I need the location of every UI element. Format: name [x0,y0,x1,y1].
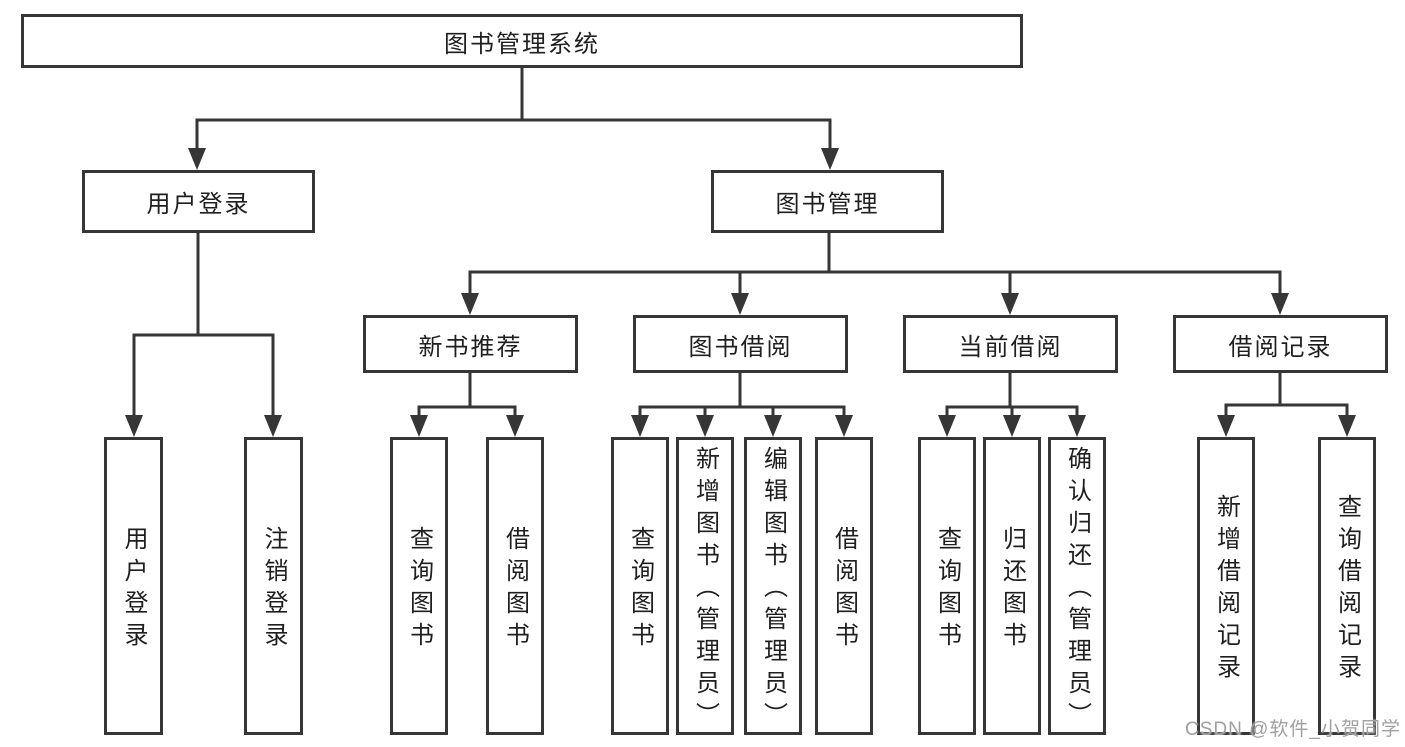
leaf-label: 借阅图书 [830,526,858,654]
arrowhead [631,415,649,437]
node-label: 用户登录 [146,191,251,218]
arrowhead [1271,293,1289,315]
leaf-logout: 注销登录 [244,437,303,735]
arrowhead [506,415,524,437]
connector-root-to-level2 [195,68,832,150]
node-label: 图书管理系统 [444,30,600,58]
arrowhead [696,415,714,437]
leaf-label: 新增图书（管理员） [691,446,719,734]
leaf-label: 注销登录 [260,526,287,654]
node-library-management-system: 图书管理系统 [21,14,1023,68]
arrowhead [938,415,956,437]
arrowhead [188,148,206,170]
arrowhead [1338,415,1356,437]
arrowhead [461,293,479,315]
leaf-query-books-current: 查询图书 [918,437,976,735]
leaf-borrow-books: 借阅图书 [815,437,873,735]
arrowhead [1068,415,1086,437]
arrowhead [264,415,282,437]
leaf-query-borrow-record: 查询借阅记录 [1318,437,1376,735]
connector-currentborrow-to-leaves [945,373,1079,417]
leaf-borrow-books-recommend: 借阅图书 [486,437,544,735]
leaf-confirm-return-admin: 确认归还（管理员） [1048,437,1106,735]
arrowhead [821,148,839,170]
leaf-label: 查询图书 [933,526,961,654]
arrowheads [125,148,1356,437]
leaf-label: 查询图书 [405,526,433,654]
leaf-label: 确认归还（管理员） [1063,446,1091,734]
node-book-management: 图书管理 [711,170,944,233]
watermark: CSDN @软件_小贺同学 [1185,719,1401,740]
arrowhead [835,415,853,437]
leaf-label: 用户登录 [120,526,147,654]
arrowhead [731,293,749,315]
connector-bookborrow-to-leaves [638,373,846,417]
arrowhead [410,415,428,437]
leaf-user-login: 用户登录 [104,437,163,735]
node-label: 图书管理 [775,191,880,218]
leaf-label: 查询借阅记录 [1333,494,1361,686]
arrowhead [764,415,782,437]
connector-bookmgmt-to-level3 [468,233,1282,295]
leaf-return-books: 归还图书 [983,437,1041,735]
node-borrowing-records: 借阅记录 [1173,315,1388,373]
leaf-label: 查询图书 [626,526,654,654]
arrowhead [1217,415,1235,437]
connector-borrowrecords-to-leaves [1224,373,1349,417]
leaf-label: 新增借阅记录 [1212,494,1240,686]
leaf-label: 编辑图书（管理员） [759,446,787,734]
node-current-borrowing: 当前借阅 [903,315,1118,373]
leaf-query-books-borrowing: 查询图书 [611,437,669,735]
arrowhead [1003,415,1021,437]
node-label: 新书推荐 [418,333,523,361]
connector-newbookrec-to-leaves [417,373,517,417]
node-book-borrowing: 图书借阅 [633,315,848,373]
node-label: 当前借阅 [958,333,1063,361]
arrowhead [125,415,143,437]
leaf-query-books-recommend: 查询图书 [390,437,448,735]
node-label: 借阅记录 [1228,333,1333,361]
connector-userlogin-to-leaves [132,233,275,417]
node-label: 图书借阅 [688,333,793,361]
leaf-label: 借阅图书 [501,526,529,654]
leaf-add-books-admin: 新增图书（管理员） [676,437,734,735]
node-new-book-recommend: 新书推荐 [363,315,578,373]
leaf-label: 归还图书 [998,526,1026,654]
node-user-login: 用户登录 [82,170,315,233]
leaf-edit-books-admin: 编辑图书（管理员） [744,437,802,735]
leaf-add-borrow-record: 新增借阅记录 [1197,437,1255,735]
arrowhead [1001,293,1019,315]
